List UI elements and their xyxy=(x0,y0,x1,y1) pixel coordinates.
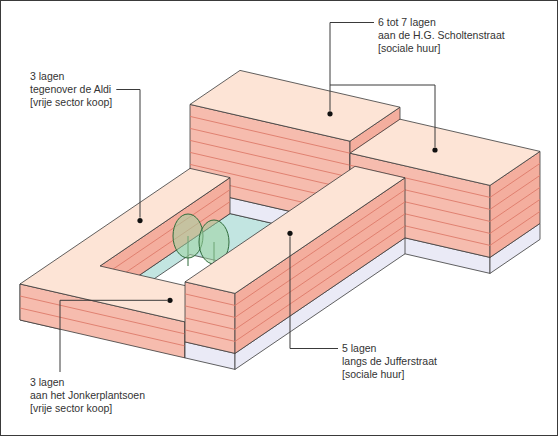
callout-text: aan de H.G. Scholtenstraat xyxy=(378,29,505,42)
callout-label: 5 lagenlangs de Jufferstraat[sociale huu… xyxy=(342,342,437,381)
leader-line xyxy=(116,90,140,218)
leader-lines xyxy=(60,23,438,373)
callout-text: 3 lagen xyxy=(30,376,145,389)
roof-top xyxy=(185,166,405,293)
callout-text: aan het Jonkerplantsoen xyxy=(30,389,145,402)
roof-top xyxy=(190,70,400,141)
leader-line xyxy=(330,85,435,147)
callout-text: [vrije sector koop] xyxy=(30,96,112,109)
callout-dot xyxy=(167,298,172,303)
floor-line xyxy=(185,318,235,330)
callout-dot xyxy=(432,147,437,152)
callout-label: 6 tot 7 lagenaan de H.G. Scholtenstraat[… xyxy=(378,16,505,55)
callout-dot xyxy=(327,111,332,116)
callout-label: 3 lagenaan het Jonkerplantsoen[vrije sec… xyxy=(30,376,145,415)
callout-dot xyxy=(287,231,292,236)
facade-face xyxy=(185,282,235,354)
building-block xyxy=(20,70,540,369)
callout-text: [sociale huur] xyxy=(342,368,437,381)
floor-line xyxy=(185,306,235,318)
callout-text: tegenover de Aldi xyxy=(30,83,112,96)
floor-line xyxy=(190,140,350,177)
callout-text: langs de Jufferstraat xyxy=(342,355,437,368)
floor-line xyxy=(185,294,235,306)
callout-dot xyxy=(137,218,142,223)
floor-line xyxy=(185,330,235,342)
callout-text: 3 lagen xyxy=(30,70,112,83)
leader-line xyxy=(290,236,338,348)
callout-text: 6 tot 7 lagen xyxy=(378,16,505,29)
leader-line xyxy=(330,23,374,111)
leader-line xyxy=(60,300,167,372)
tree-crown xyxy=(173,214,203,258)
callout-label: 3 lagentegenover de Aldi[vrije sector ko… xyxy=(30,70,112,109)
callout-text: [vrije sector koop] xyxy=(30,402,145,415)
callout-text: 5 lagen xyxy=(342,342,437,355)
callout-text: [sociale huur] xyxy=(378,42,505,55)
